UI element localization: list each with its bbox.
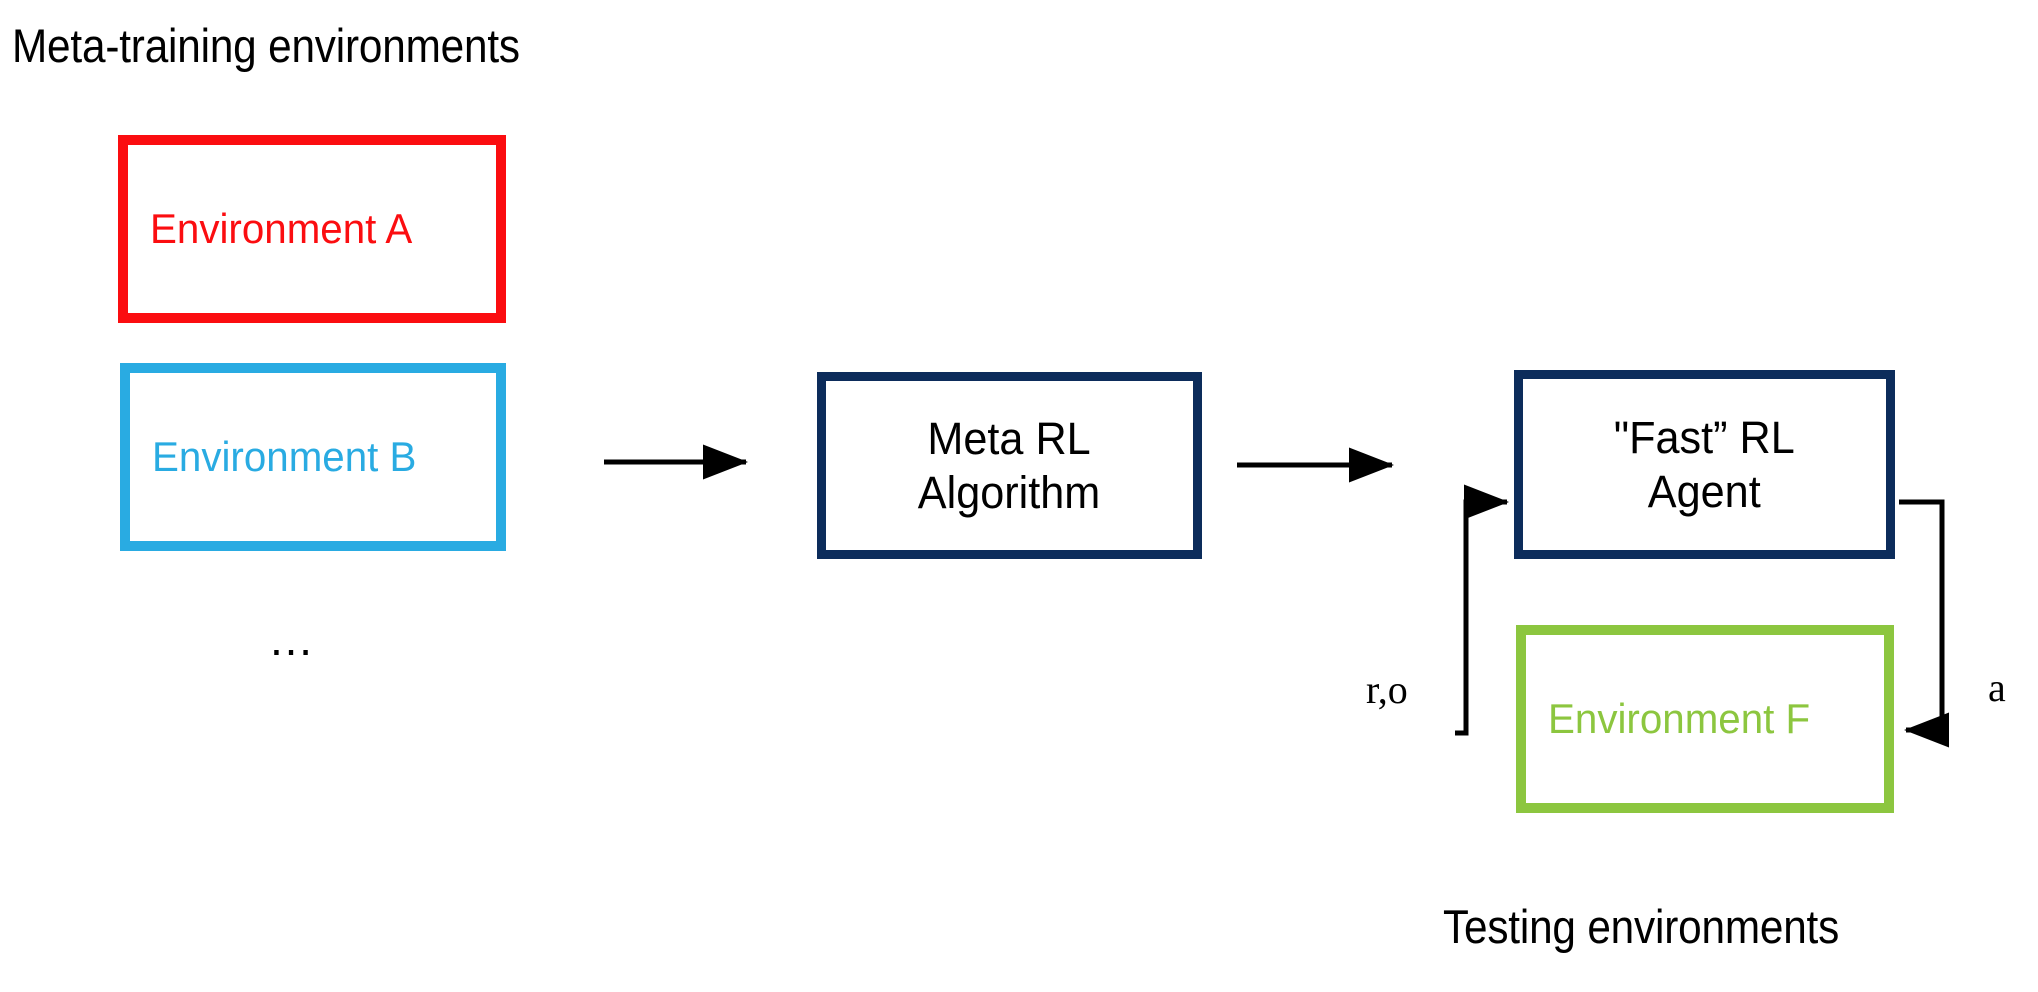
meta-rl-algorithm-label: Meta RL Algorithm [918,413,1101,518]
arrow-env-to-agent-loop-icon [1455,484,1509,736]
more-environments-ellipsis: … [268,613,318,665]
fast-rl-agent-box: "Fast” RL Agent [1514,370,1895,559]
arrow-agent-to-env-loop-icon [1899,499,1950,748]
environment-a-label: Environment A [150,204,413,252]
meta-rl-algorithm-box: Meta RL Algorithm [817,372,1202,559]
environment-b-box: Environment B [120,363,506,551]
action-edge-label: a [1988,665,2006,710]
environment-f-box: Environment F [1516,625,1894,813]
environment-a-box: Environment A [118,135,506,323]
meta-training-environments-heading: Meta-training environments [12,19,520,72]
testing-environments-heading: Testing environments [1443,900,1840,953]
fast-rl-agent-label: "Fast” RL Agent [1614,412,1795,517]
reward-observation-edge-label: r,o [1366,667,1408,712]
environment-b-label: Environment B [152,432,417,480]
environment-f-label: Environment F [1548,694,1811,742]
